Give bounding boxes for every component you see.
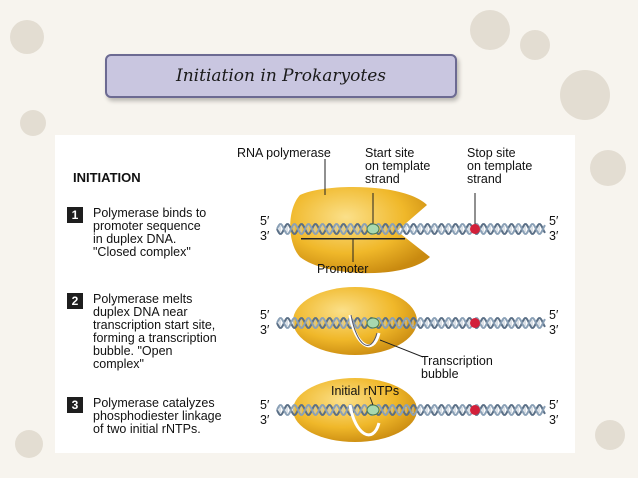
rna-polymerase-label: RNA polymerase <box>237 146 331 160</box>
five-prime-right-1: 5′ <box>549 214 559 228</box>
start-site-label-3: strand <box>365 172 400 186</box>
background-molecule <box>470 10 510 50</box>
rntps-pointer <box>369 396 374 406</box>
step-1-line-2: promoter sequence <box>93 219 201 233</box>
three-prime-left-1: 3′ <box>260 229 270 243</box>
start-site-label-1: Start site <box>365 146 415 160</box>
stop-site-label-3: strand <box>467 172 502 186</box>
three-prime-left-3: 3′ <box>260 413 270 427</box>
step-3-number: 3 <box>67 397 83 413</box>
stop-site-marker-2 <box>470 318 480 328</box>
background-molecule <box>20 110 46 136</box>
background-molecule <box>590 150 626 186</box>
stop-site-label-2: on template <box>467 159 533 173</box>
five-prime-left-3: 5′ <box>260 398 270 412</box>
step-1-number: 1 <box>67 207 83 223</box>
stop-site-marker-3 <box>470 405 480 415</box>
dna-duplex-2 <box>276 317 546 329</box>
dna-strand-b <box>276 317 546 329</box>
step-1-line-3: in duplex DNA. <box>93 232 177 246</box>
start-site-marker-1 <box>366 223 380 235</box>
start-site-marker-2 <box>366 317 380 329</box>
step-1-line-1: Polymerase binds to <box>93 206 207 220</box>
start-site-marker-3 <box>366 404 380 416</box>
step-2-line-1: Polymerase melts <box>93 292 193 306</box>
step-3-line-1: Polymerase catalyzes <box>93 396 215 410</box>
background-molecule <box>15 430 43 458</box>
five-prime-right-2: 5′ <box>549 308 559 322</box>
five-prime-right-3: 5′ <box>549 398 559 412</box>
step-2-line-2: duplex DNA near <box>93 305 188 319</box>
background-molecule <box>560 70 610 120</box>
five-prime-left-1: 5′ <box>260 214 270 228</box>
dna-strand-b <box>276 223 546 235</box>
three-prime-left-2: 3′ <box>260 323 270 337</box>
initial-rntps-label: Initial rNTPs <box>331 384 400 398</box>
transcription-bubble-2-strand <box>350 314 378 346</box>
step-2-line-4: forming a transcription <box>93 331 217 345</box>
dna-duplex-1 <box>276 223 546 235</box>
dna-duplex-3 <box>276 404 546 416</box>
transcription-bubble-3 <box>348 404 381 437</box>
slide-title-box: Initiation in Prokaryotes <box>105 54 457 98</box>
step-3-line-3: of two initial rNTPs. <box>93 422 201 436</box>
step-2-line-5: bubble. "Open <box>93 344 173 358</box>
stop-site-label-1: Stop site <box>467 146 516 160</box>
three-prime-right-2: 3′ <box>549 323 559 337</box>
step-1-line-4: "Closed complex" <box>93 245 191 259</box>
background-molecule <box>10 20 44 54</box>
dna-strand-a <box>276 223 546 235</box>
promoter-label: Promoter <box>317 262 369 276</box>
start-site-label-2: on template <box>365 159 431 173</box>
background-molecule <box>520 30 550 60</box>
promoter-bracket-1 <box>301 238 405 240</box>
step-2-number: 2 <box>67 293 83 309</box>
three-prime-right-1: 3′ <box>549 229 559 243</box>
step-2-line-3: transcription start site, <box>93 318 216 332</box>
transcription-bubble-label-1: Transcription <box>421 354 493 368</box>
background-molecule <box>595 420 625 450</box>
transcription-bubble-label-2: bubble <box>421 367 459 381</box>
slide-title: Initiation in Prokaryotes <box>176 66 386 86</box>
dna-strand-b <box>276 404 546 416</box>
initiation-heading: INITIATION <box>73 170 141 185</box>
five-prime-left-2: 5′ <box>260 308 270 322</box>
initiation-diagram: INITIATION 1 Polymerase binds to promote… <box>55 135 575 453</box>
bubble-pointer <box>379 339 424 358</box>
diagram-svg <box>276 159 546 442</box>
dna-strand-a <box>276 404 546 416</box>
three-prime-right-3: 3′ <box>549 413 559 427</box>
dna-strand-a <box>276 317 546 329</box>
stop-site-marker-1 <box>470 224 480 234</box>
step-3-line-2: phosphodiester linkage <box>93 409 222 423</box>
step-2-line-6: complex" <box>93 357 144 371</box>
